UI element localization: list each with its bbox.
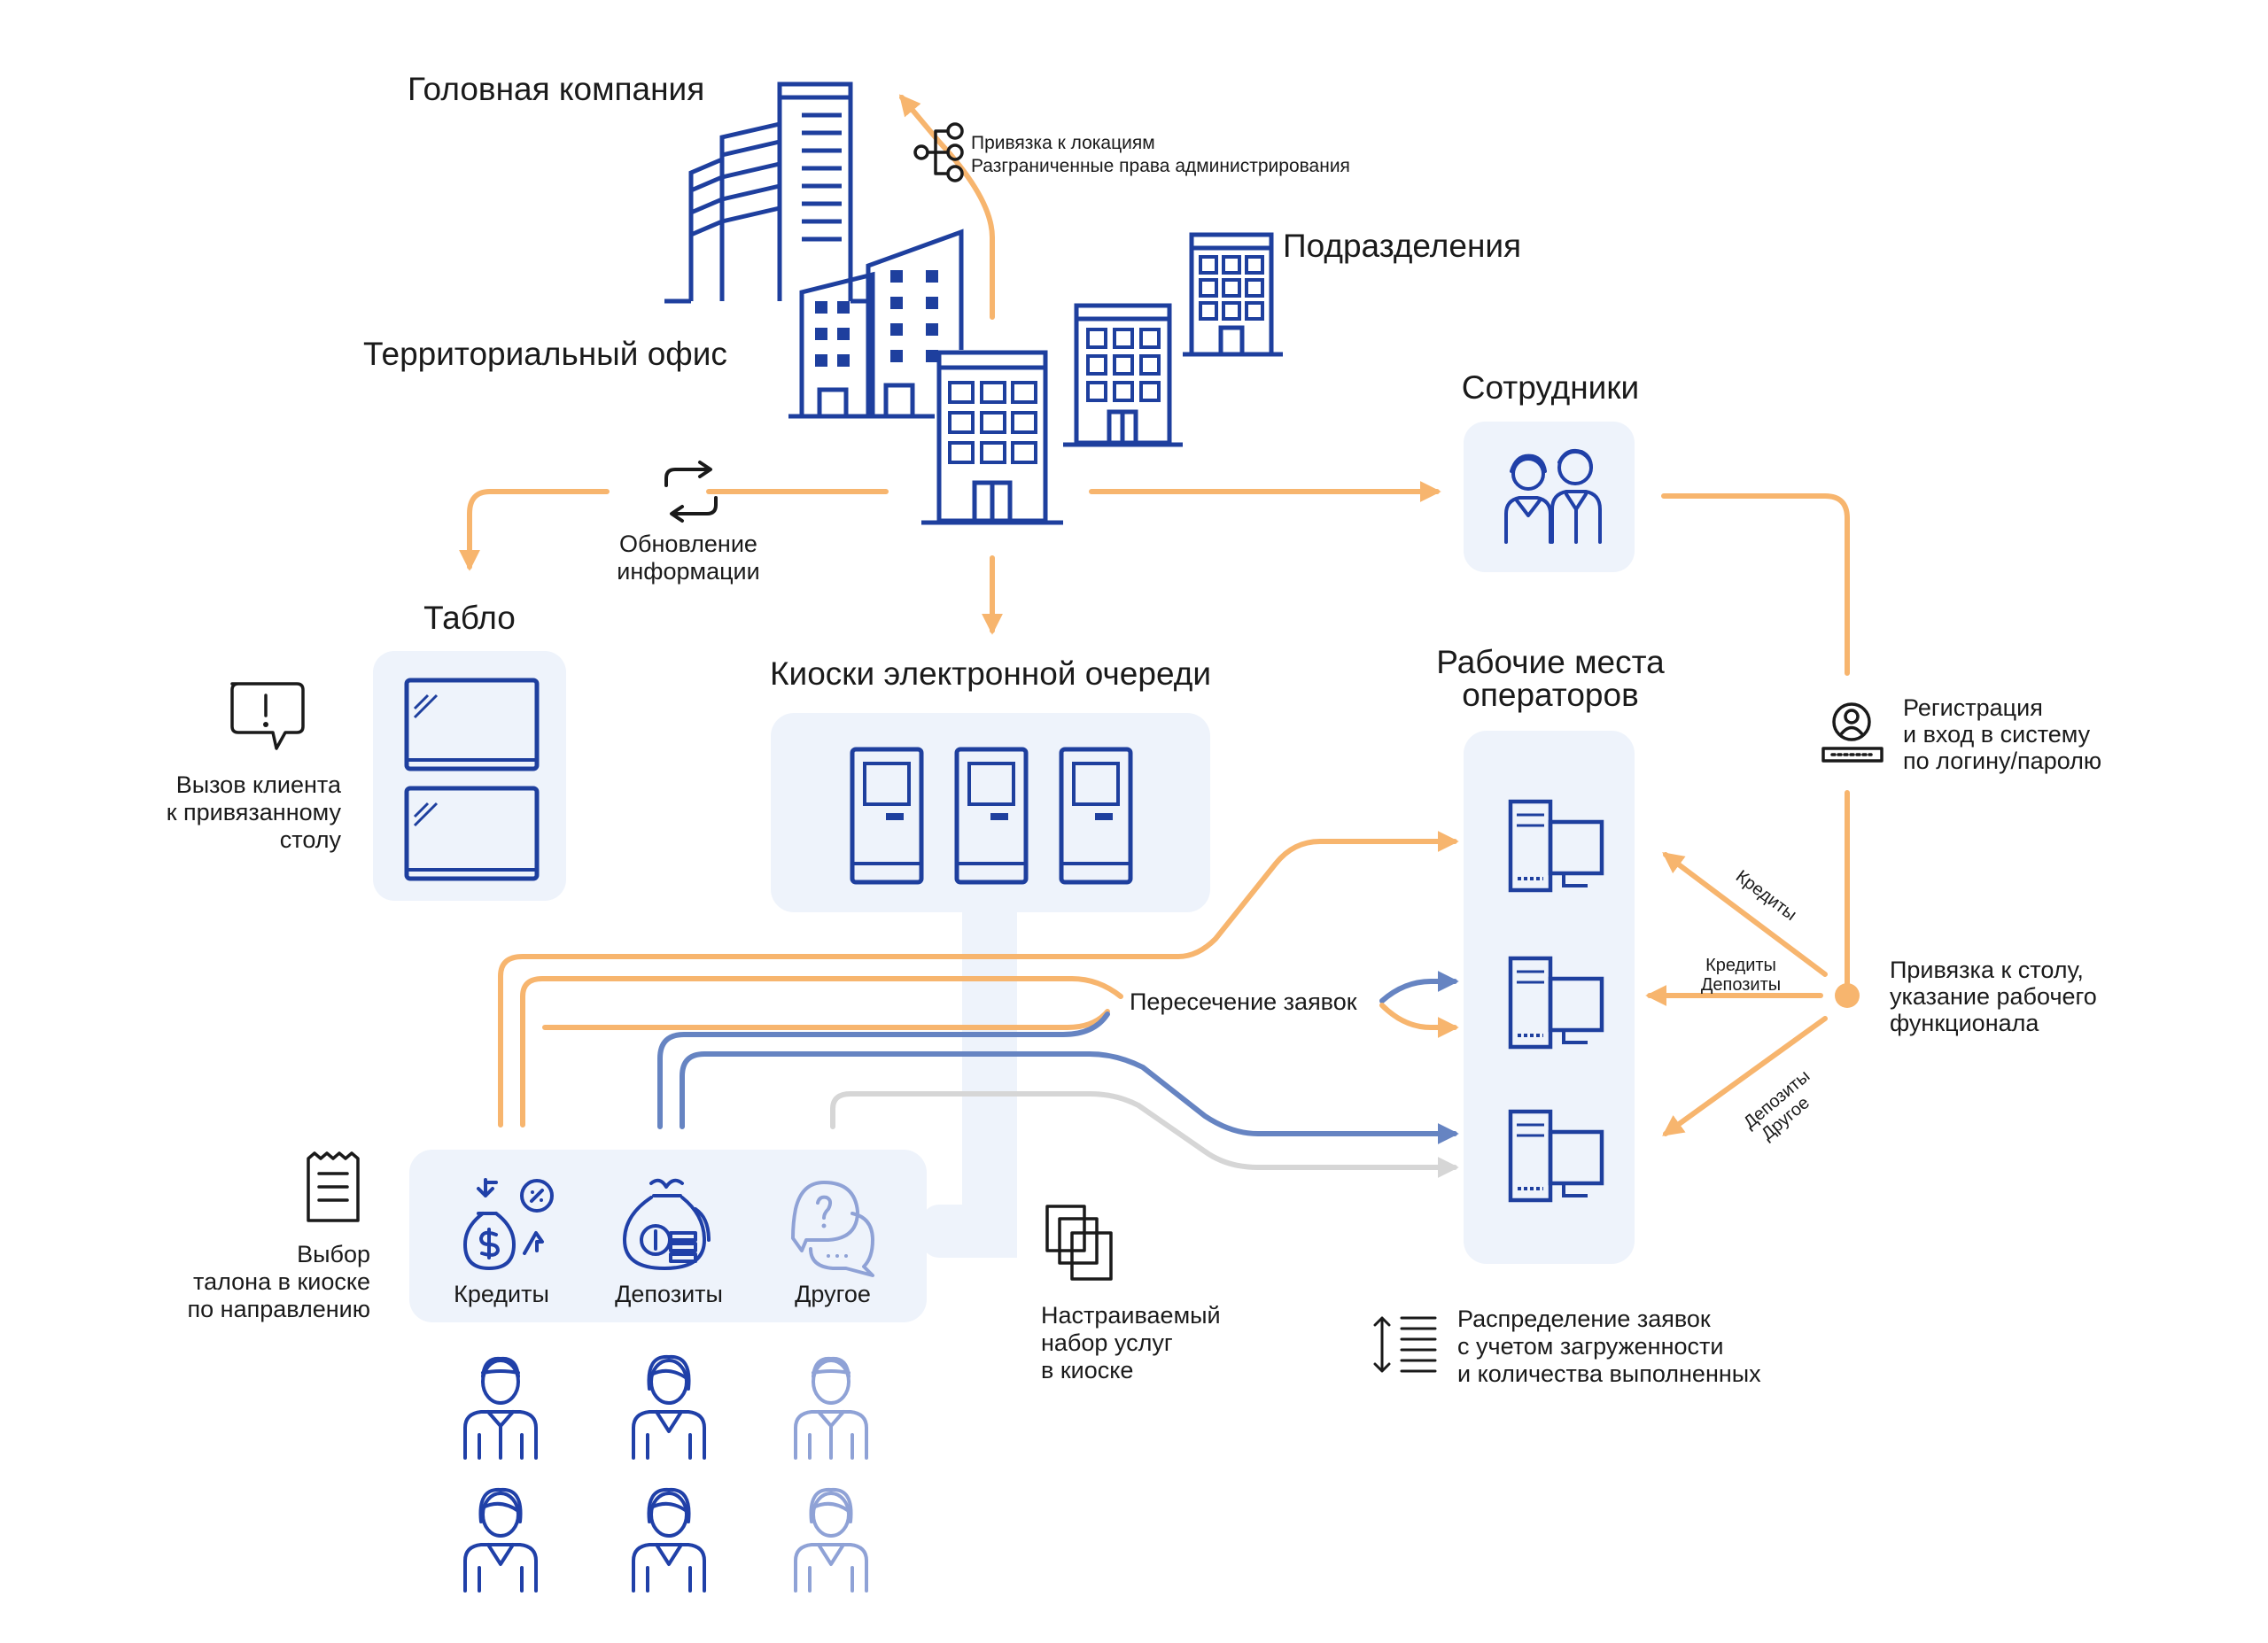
desk-note-3: функционала [1890, 1010, 2039, 1036]
flow-credits-cross [520, 976, 1123, 1128]
update-note-1: Обновление [619, 531, 757, 557]
employees-label: Сотрудники [1462, 369, 1639, 406]
workplaces-label-2: операторов [1462, 677, 1638, 713]
tablo-panel [373, 651, 566, 901]
flow-deposits-bottom [680, 1051, 1459, 1144]
services-note-1: Настраиваемый [1041, 1302, 1221, 1329]
services-note-2: набор услуг [1041, 1329, 1173, 1356]
call-note-2: к привязанному [167, 799, 342, 825]
registration-note-2: и вход в систему [1903, 721, 2091, 748]
service-deposits: Депозиты [615, 1281, 723, 1307]
money-bag-icon [463, 1178, 554, 1270]
kiosk-icon [850, 747, 1133, 885]
call-note-3: столу [280, 826, 342, 853]
desk-note-2: указание рабочего [1890, 983, 2097, 1010]
flow-other [830, 1091, 1459, 1178]
sort-lines-icon [1373, 1316, 1437, 1373]
distribution-note-1: Распределение заявок [1457, 1306, 1711, 1332]
line-to-registration [1661, 493, 1850, 676]
arrow-label-cd-1: Кредиты [1705, 956, 1776, 975]
arrow-deposits-other [1662, 1016, 1828, 1136]
cross-branch-blue [1379, 971, 1459, 1004]
person-icon [794, 1356, 868, 1460]
workplaces-label-1: Рабочие места [1436, 644, 1665, 680]
flow-credits-top [498, 831, 1459, 1128]
update-note-2: информации [617, 558, 759, 585]
user-login-icon [1821, 702, 1884, 763]
copy-stack-icon [1045, 1205, 1113, 1281]
person-icon [632, 1354, 706, 1460]
territorial-office-label: Территориальный офис [363, 336, 727, 372]
hierarchy-icon [913, 122, 964, 182]
divisions-label: Подразделения [1283, 228, 1521, 264]
buildings-icon [664, 81, 1283, 525]
cross-branch-orange [1379, 1003, 1459, 1038]
service-credits: Кредиты [454, 1281, 549, 1307]
question-chat-icon [791, 1181, 874, 1277]
services-note-3: в киоске [1041, 1357, 1133, 1383]
distribution-note-3: и количества выполненных [1457, 1360, 1761, 1387]
display-icon [404, 678, 540, 881]
receipt-icon [307, 1151, 360, 1222]
binding-note-2: Разграниченные права администрирования [971, 156, 1350, 176]
flow-credits-cross-b [542, 1009, 1110, 1030]
arrow-to-tablo [459, 489, 610, 571]
person-icon [632, 1487, 706, 1593]
flow-deposits-cross [657, 1011, 1110, 1129]
ticket-note-1: Выбор [297, 1241, 370, 1267]
employees-icon [1504, 448, 1602, 544]
kiosk-connector [962, 895, 1017, 1258]
arrow-credits [1662, 852, 1828, 977]
registration-note-1: Регистрация [1903, 694, 2043, 721]
deposit-bag-icon [623, 1178, 711, 1270]
employees-panel [1464, 422, 1635, 572]
ticket-note-3: по направлению [188, 1296, 370, 1322]
call-note-1: Вызов клиента [176, 771, 342, 798]
alert-bubble-icon [230, 682, 305, 750]
person-icon [794, 1487, 868, 1593]
people-group [463, 1354, 868, 1593]
kiosks-label: Киоски электронной очереди [770, 655, 1211, 692]
head-company-label: Головная компания [408, 71, 704, 107]
arrow-label-credits: Кредиты [1732, 866, 1800, 925]
arrow-label-cd-2: Депозиты [1701, 975, 1781, 995]
computer-icon [1508, 799, 1604, 1203]
tablo-label: Табло [423, 600, 516, 636]
registration-note-3: по логину/паролю [1903, 748, 2101, 774]
desk-dot [1835, 983, 1860, 1008]
refresh-icon [664, 461, 718, 523]
person-icon [463, 1487, 538, 1593]
person-icon [463, 1356, 538, 1460]
service-other: Другое [795, 1281, 871, 1307]
binding-note-1: Привязка к локациям [971, 133, 1155, 153]
kiosk-connector-foot [921, 1205, 1017, 1258]
desk-note-1: Привязка к столу, [1890, 957, 2084, 983]
arrow-to-head [898, 94, 995, 320]
crossing-note: Пересечение заявок [1130, 988, 1357, 1015]
ticket-note-2: талона в киоске [193, 1268, 370, 1295]
distribution-note-2: с учетом загруженности [1457, 1333, 1723, 1360]
